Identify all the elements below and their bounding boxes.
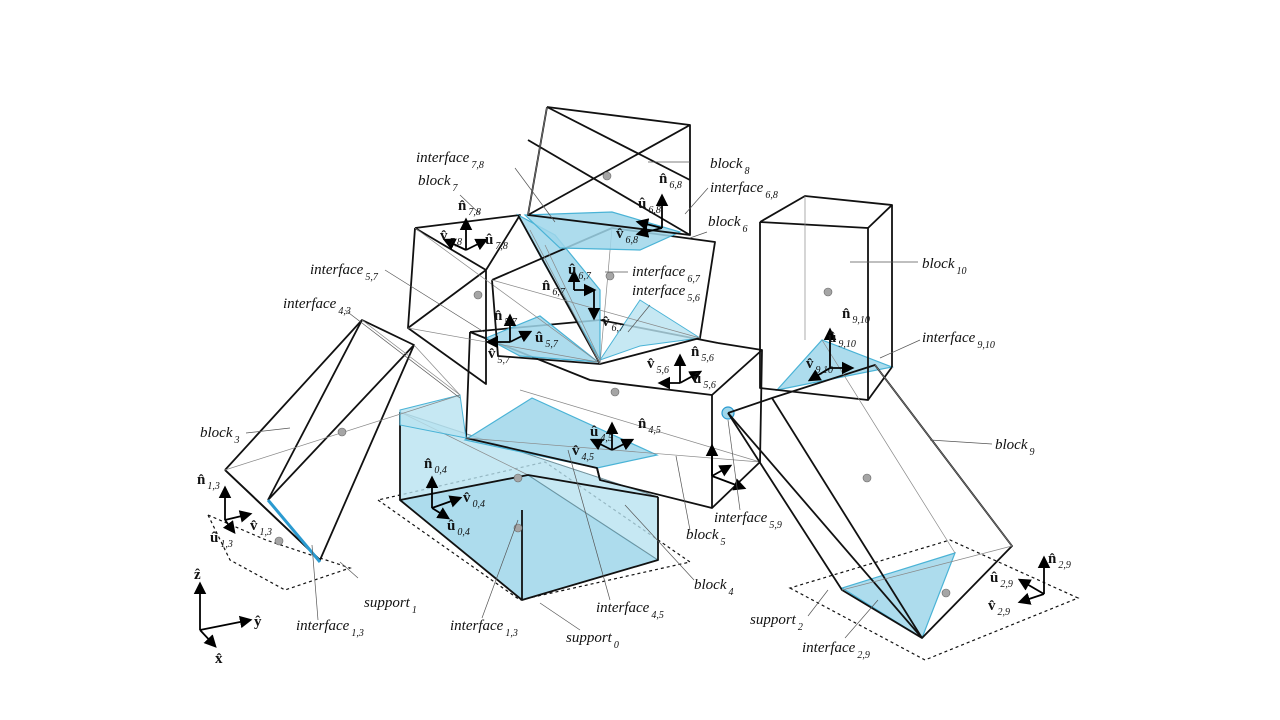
n-6-8-label: n̂6,8	[659, 171, 682, 191]
vectors-5-9	[705, 443, 747, 491]
block-6-shape	[491, 213, 716, 365]
v-9-10-label: v̂9,10	[806, 356, 833, 376]
vectors-6-8	[635, 193, 669, 238]
vectors-5-7	[485, 313, 533, 349]
vectors-9-10	[807, 327, 855, 382]
v-5-6-label: v̂5,6	[647, 356, 669, 376]
y-axis-label: ŷ	[254, 614, 262, 630]
n-7-8-label: n̂7,8	[458, 198, 481, 218]
vectors-5-6	[657, 353, 703, 390]
vectors-7-8	[442, 217, 489, 251]
x-axis-label: x̂	[215, 651, 223, 667]
n-4-5-label: n̂4,5	[638, 416, 661, 436]
vectors-1-3	[218, 485, 253, 535]
v-4-5-label: v̂4,5	[572, 443, 594, 463]
n-9-10-label: n̂9,10	[842, 306, 870, 326]
v-2-9-label: v̂2,9	[988, 598, 1010, 618]
block-3-shape	[224, 319, 467, 563]
z-axis-label: ẑ	[194, 567, 201, 583]
v-5-7-label: v̂5,7	[488, 346, 511, 366]
vectors-0-4	[425, 475, 463, 520]
leader-lines	[245, 161, 993, 639]
v-1-3-label: v̂1,3	[250, 518, 272, 538]
v-6-7-label: v̂6,7	[602, 314, 625, 334]
v-7-8-label: v̂7,8	[440, 228, 462, 248]
v-0-4-label: v̂0,4	[463, 490, 485, 510]
vectors-4-5	[589, 421, 635, 451]
n-5-6-label: n̂5,6	[691, 344, 714, 364]
interface-4-3-face	[399, 394, 467, 439]
support-2-outline	[788, 539, 1080, 661]
v-6-8-label: v̂6,8	[616, 226, 638, 246]
n-0-4-label: n̂0,4	[424, 456, 447, 476]
global-axes: ẑ ŷ x̂	[193, 567, 262, 667]
vectors-6-7	[567, 269, 601, 321]
n-5-7-label: n̂5,7	[494, 308, 518, 328]
block-9-shape	[727, 339, 1013, 639]
n-1-3-label: n̂1,3	[197, 472, 220, 492]
vectors-2-9	[1017, 555, 1051, 605]
n-2-9-label: n̂2,9	[1048, 551, 1071, 571]
support-0-outline	[376, 461, 692, 601]
support-1-outline	[206, 513, 352, 591]
n-6-7-label: n̂6,7	[542, 278, 566, 298]
